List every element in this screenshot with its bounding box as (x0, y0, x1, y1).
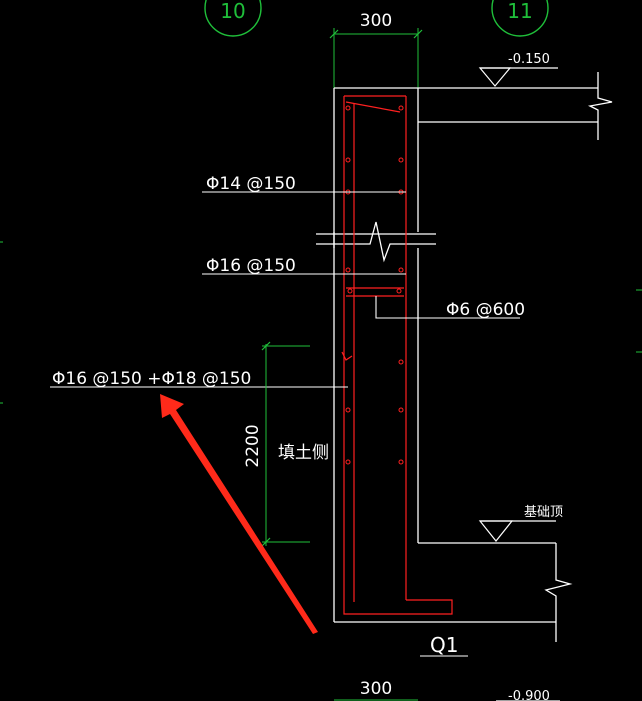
height-dimension: 2200 (243, 341, 310, 547)
margin-ticks (0, 241, 642, 404)
elevation-top-label: -0.150 (508, 52, 550, 67)
leader-middle: Φ16 @150 (202, 256, 406, 276)
leader-upper: Φ14 @150 (202, 174, 406, 194)
grid-label-11: 11 (507, 0, 532, 23)
label-lower-main: Φ16 @150 +Φ18 @150 (52, 369, 251, 389)
fill-side-note: 填土侧 (278, 443, 329, 463)
annotation-arrow (160, 394, 318, 634)
grid-bubble-11: 11 (491, 0, 549, 37)
label-middle-horizontal: Φ16 @150 (206, 256, 296, 276)
wall-id-label: Q1 (430, 633, 458, 657)
top-dimension: 300 (329, 11, 423, 90)
bottom-dimension-label: 300 (360, 679, 392, 699)
elevation-top: -0.150 (478, 52, 558, 87)
leader-lower: Φ16 @150 +Φ18 @150 (50, 369, 348, 389)
break-symbol (316, 221, 436, 263)
elevation-bottom-label: -0.900 (508, 689, 550, 701)
grid-label-10: 10 (220, 0, 245, 23)
wall-id: Q1 (420, 633, 468, 657)
height-dimension-label: 2200 (243, 424, 263, 467)
bottom-dimension: 300 (334, 679, 418, 701)
rebar-dots (345, 105, 404, 465)
grid-bubble-10: 10 (204, 0, 262, 37)
wall-outline (333, 72, 613, 642)
rebar-cage (341, 95, 453, 615)
leader-tie: Φ6 @600 (375, 296, 525, 320)
elevation-foundation-label: 基础顶 (524, 505, 563, 520)
label-upper-horizontal: Φ14 @150 (206, 174, 296, 194)
elevation-bottom: -0.900 (496, 689, 560, 701)
elevation-foundation: 基础顶 (478, 505, 563, 542)
top-dimension-label: 300 (360, 11, 392, 31)
label-tie: Φ6 @600 (446, 300, 525, 320)
